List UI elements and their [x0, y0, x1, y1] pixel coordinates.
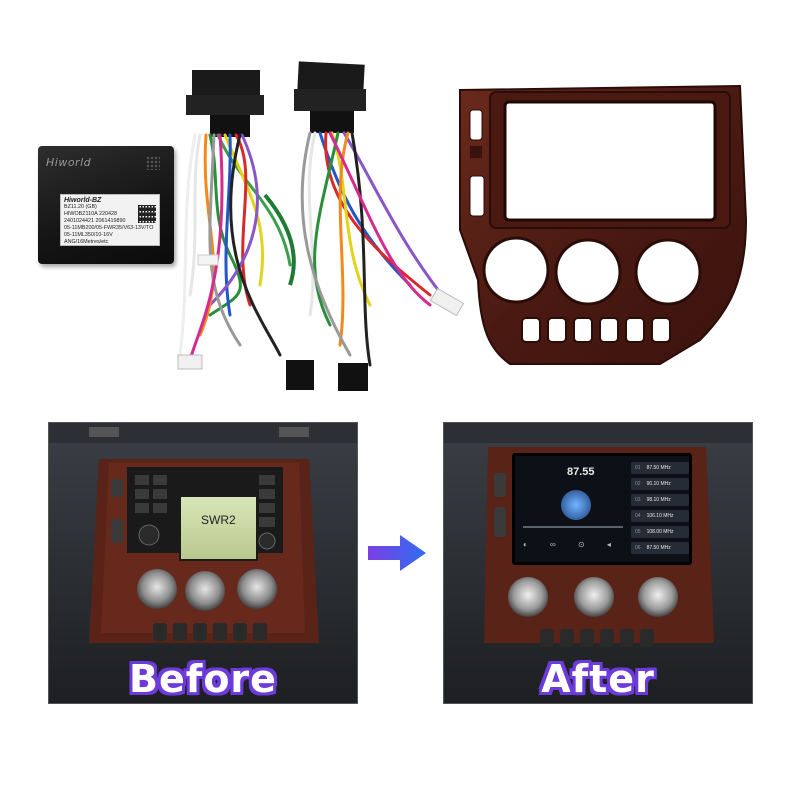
radio-frequency: 87.55: [567, 466, 595, 478]
harness-plug: [338, 363, 368, 391]
canbus-decoder-box: Hiworld Hiworld-BZ BZ11.20 (GB) HIWOBZ11…: [38, 146, 174, 264]
before-caption: Before: [129, 657, 277, 701]
label-line: BZ11.20 (GB): [64, 204, 97, 210]
label-line: 2401024421 2061419890: [64, 218, 126, 224]
label-title: Hiworld-BZ: [64, 197, 102, 204]
canbus-label: Hiworld-BZ BZ11.20 (GB) HIWOBZ110A 22042…: [60, 194, 160, 246]
label-line: 05-11ML350/10-16V ANG/16Metres/etc: [64, 232, 113, 245]
before-photo: SWR2 Before: [48, 422, 358, 704]
old-radio-display: SWR2: [179, 495, 258, 561]
canbus-brand: Hiworld: [46, 156, 92, 169]
label-line: 05-11MB200/05-FWR35/V63-13V/TO: [64, 225, 154, 231]
transition-arrow-icon: [368, 535, 426, 571]
radio-station-label: SWR2: [201, 513, 236, 527]
speaker-grill: [146, 156, 160, 170]
harness-connector-right: [297, 61, 365, 95]
dash-fascia-frame: [459, 84, 748, 365]
qr-code: [138, 205, 156, 223]
tuning-bar: [523, 526, 623, 528]
label-line: HIWOBZ110A 220428: [64, 211, 117, 217]
album-art: [561, 490, 591, 520]
wiring-harness: [177, 61, 465, 391]
control-icons: ◐ ∞ ⊙ ◂ ▸: [523, 540, 648, 549]
harness-plug: [286, 360, 314, 390]
after-caption: After: [541, 657, 655, 701]
